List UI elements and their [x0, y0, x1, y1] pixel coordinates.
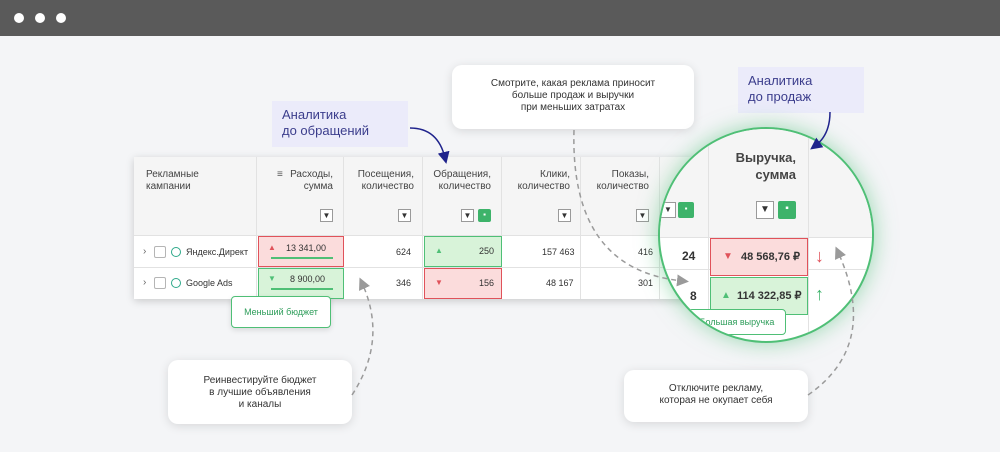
chevron-right-icon[interactable]: ›: [143, 246, 147, 257]
header-requests: Обращения, количество: [433, 169, 491, 192]
visits-value: 346: [396, 278, 412, 288]
triangle-down-icon: ▼: [268, 274, 276, 283]
filter-icon[interactable]: ▼: [756, 201, 774, 219]
clicks-value: 157 463: [542, 247, 575, 257]
requests-cell-highlight: ▼ 156: [424, 268, 502, 299]
triangle-up-icon: ▲: [435, 246, 443, 255]
arrow-right-callout: [807, 246, 855, 396]
sales-value: 24: [682, 249, 696, 263]
requests-value: 250: [479, 246, 495, 256]
triangle-up-icon: ▲: [268, 243, 276, 252]
arrow-top-callout: [573, 129, 689, 287]
row-divider: [134, 267, 694, 268]
header-campaigns: Рекламные кампании: [146, 169, 199, 192]
revenue-value: 114 322,85 ₽: [737, 290, 802, 302]
window-titlebar: [0, 0, 1000, 36]
cost-cell-highlight: ▼ 8 900,00: [258, 268, 344, 299]
arrow-left-callout: [351, 277, 374, 396]
header-shows: Показы, количество: [596, 169, 649, 192]
row-divider: [134, 235, 694, 236]
bar-underline: [271, 288, 333, 290]
sort-icon[interactable]: ≡: [277, 169, 283, 180]
cost-cell-highlight: ▲ 13 341,00: [258, 236, 344, 267]
chart-icon[interactable]: ▪: [778, 201, 796, 219]
table-header: [134, 157, 694, 235]
chart-icon[interactable]: ▪: [478, 209, 491, 222]
campaigns-table: Рекламные кампании Расходы, сумма ≡ ▼ По…: [134, 157, 694, 299]
triangle-down-icon: ▼: [435, 278, 443, 287]
callout-top: Смотрите, какая реклама приносит больше …: [452, 65, 694, 129]
filter-icon[interactable]: ▼: [461, 209, 474, 222]
col-campaigns: Рекламные кампании: [134, 157, 257, 299]
lens-header: [660, 129, 872, 237]
filter-icon[interactable]: ▼: [558, 209, 571, 222]
shows-value: 416: [638, 247, 654, 257]
requests-value: 156: [479, 278, 495, 288]
arrow-down-icon: ↓: [815, 246, 824, 266]
revenue-cell-highlight: ▲ 114 322,85 ₽: [710, 277, 808, 315]
header-revenue: Выручка, сумма: [735, 150, 796, 182]
filter-icon[interactable]: ▼: [320, 209, 333, 222]
cost-value: 13 341,00: [286, 243, 327, 253]
header-clicks: Клики, количество: [517, 169, 570, 192]
lens-col-divider: [808, 129, 809, 341]
lens-row-divider: [660, 237, 872, 238]
triangle-up-icon: ▲: [721, 290, 731, 301]
filter-icon[interactable]: ▼: [660, 202, 676, 218]
window-dot-1[interactable]: [14, 13, 24, 23]
magnifier-lens: ▪ ▼ Выручка, сумма ▼ ▪ 24 8 ▼ 48 568,76 …: [658, 127, 874, 343]
label-analytics-sales: Аналитика до продаж: [738, 67, 864, 113]
filter-icon[interactable]: ▼: [398, 209, 411, 222]
clicks-value: 48 167: [546, 278, 574, 288]
callout-right: Отключите рекламу, которая не окупает се…: [624, 370, 808, 422]
arrow-requests: [409, 127, 450, 164]
arrow-sales: [810, 111, 831, 150]
campaign-name[interactable]: Яндекс.Директ: [186, 247, 249, 257]
revenue-cell-highlight: ▼ 48 568,76 ₽: [710, 238, 808, 276]
label-analytics-requests: Аналитика до обращений: [272, 101, 408, 147]
window-dot-2[interactable]: [35, 13, 45, 23]
header-costs[interactable]: Расходы, сумма: [290, 169, 333, 192]
globe-icon: [171, 247, 181, 257]
filter-icon[interactable]: ▼: [636, 209, 649, 222]
globe-icon: [171, 278, 181, 288]
arrow-up-icon: ↑: [815, 284, 824, 304]
col-costs: Расходы, сумма ≡ ▼: [257, 157, 344, 299]
tag-more-revenue: Большая выручка: [688, 309, 786, 335]
checkbox-icon[interactable]: [154, 277, 166, 289]
chevron-right-icon[interactable]: ›: [143, 277, 147, 288]
header-visits: Посещения, количество: [357, 169, 414, 192]
checkbox-icon[interactable]: [154, 246, 166, 258]
shows-value: 301: [638, 278, 654, 288]
revenue-value: 48 568,76 ₽: [741, 251, 800, 263]
col-requests: Обращения, количество ▼ ▪: [423, 157, 502, 299]
bar-underline: [271, 257, 333, 259]
campaign-name[interactable]: Google Ads: [186, 278, 233, 288]
requests-cell-highlight: ▲ 250: [424, 236, 502, 267]
lens-col-divider: [708, 129, 709, 341]
chart-icon[interactable]: ▪: [678, 202, 694, 218]
cost-value: 8 900,00: [290, 274, 326, 284]
window-dot-3[interactable]: [56, 13, 66, 23]
col-clicks: Клики, количество ▼: [502, 157, 581, 299]
triangle-down-icon: ▼: [723, 251, 733, 262]
tag-less-budget: Меньший бюджет: [231, 296, 331, 328]
callout-left: Реинвестируйте бюджет в лучшие объявлени…: [168, 360, 352, 424]
col-visits: Посещения, количество ▼: [344, 157, 423, 299]
sales-value: 8: [690, 289, 697, 303]
visits-value: 624: [396, 247, 412, 257]
